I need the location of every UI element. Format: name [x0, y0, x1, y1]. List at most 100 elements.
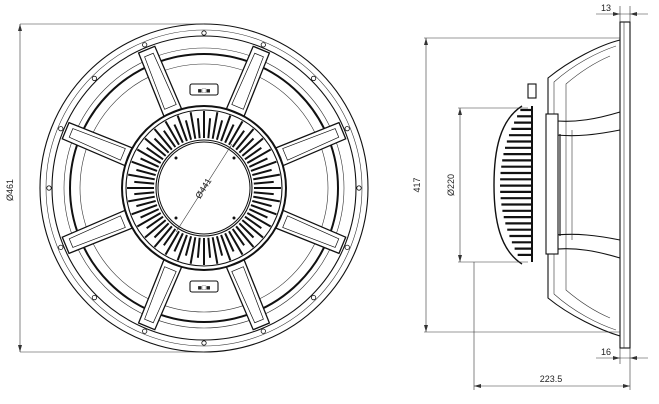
cooling-fin — [136, 212, 162, 228]
mounting-hole — [142, 42, 148, 48]
cooling-fin — [207, 118, 212, 139]
cooling-fin — [224, 124, 235, 144]
cooling-fin — [238, 222, 255, 239]
cooling-fin — [163, 130, 177, 148]
spoke-inner-edge — [282, 128, 340, 161]
cooling-fin — [127, 195, 155, 203]
cooling-fin — [235, 128, 255, 151]
cooling-fin — [228, 120, 244, 146]
mounting-hole — [142, 328, 148, 334]
spoke-inner-edge — [68, 128, 126, 161]
mounting-hole — [344, 126, 350, 132]
cooling-fin — [196, 237, 201, 258]
terminal-bottom-symbols: ■□■ — [198, 285, 211, 292]
cooling-fin — [189, 111, 197, 139]
cooling-fin — [136, 199, 156, 208]
mounting-hole — [58, 126, 64, 132]
mounting-holes — [46, 30, 362, 346]
basket-spokes — [61, 45, 347, 331]
basket-outline — [547, 39, 621, 337]
arrow-icon — [18, 345, 22, 352]
side-view: 417 Ø220 223.5 13 16 — [412, 3, 648, 390]
arrow-icon — [424, 38, 428, 45]
depth-label: 223.5 — [540, 374, 563, 384]
spoke-inner-edge — [144, 266, 177, 324]
cooling-fin — [246, 212, 272, 228]
motor-inner-ring — [155, 139, 253, 237]
cooling-fin — [131, 204, 158, 216]
frame-ring-4 — [63, 47, 345, 329]
spoke-inner-edge — [68, 215, 126, 248]
cooling-fin — [215, 120, 224, 140]
arrow-icon — [623, 384, 630, 388]
cooling-fins — [127, 111, 281, 265]
cooling-fin — [144, 219, 167, 239]
mounting-hole — [201, 30, 207, 36]
cooling-fin — [211, 237, 219, 265]
terminal-stub — [527, 83, 537, 99]
cooling-fin — [252, 168, 272, 177]
cooling-fin — [131, 160, 158, 172]
spoke-inner-edge — [231, 266, 264, 324]
cooling-fin — [134, 180, 155, 185]
arrow-icon — [458, 108, 462, 115]
screw-dot — [174, 156, 178, 160]
cooling-fin — [241, 219, 264, 239]
mounting-hole — [356, 185, 362, 191]
mounting-hole — [58, 244, 64, 250]
cooling-fin — [127, 173, 155, 181]
frame-ring-3 — [51, 35, 357, 341]
cooling-fin — [136, 168, 156, 177]
cooling-fin — [184, 236, 193, 256]
mounting-hole — [91, 295, 97, 301]
cooling-fin — [244, 215, 262, 229]
cooling-fin — [164, 230, 180, 256]
front-view: Ø441 ■□■ ■□■ Ø461 — [5, 23, 369, 353]
cone-edge — [79, 63, 329, 313]
cooling-fin — [238, 137, 255, 154]
mounting-hole — [344, 244, 350, 250]
cooling-fin — [136, 148, 162, 164]
mounting-hole — [46, 185, 52, 191]
cooling-fin — [184, 120, 193, 140]
cooling-fin — [228, 230, 244, 256]
cooling-fin — [253, 173, 281, 181]
arrow-icon — [630, 12, 637, 16]
cooling-fin — [215, 236, 224, 256]
motor-diameter-label: Ø220 — [446, 174, 456, 196]
cooling-fin — [153, 137, 170, 154]
cooling-fin — [189, 237, 197, 265]
spoke-inner-edge — [144, 52, 177, 110]
height-label: 417 — [412, 177, 422, 192]
cooling-fin — [211, 111, 219, 139]
cooling-fin — [250, 204, 277, 216]
arrow-icon — [630, 356, 637, 360]
cooling-fin — [252, 199, 272, 208]
arrow-icon — [474, 384, 481, 388]
arrow-icon — [424, 325, 428, 332]
front-flange — [619, 21, 631, 349]
mounting-hole — [260, 328, 266, 334]
spoke-inner-edge — [282, 215, 340, 248]
cooling-fin — [196, 118, 201, 139]
screw-dot — [174, 216, 178, 220]
cooling-fin — [253, 191, 274, 196]
cooling-fin — [207, 237, 212, 258]
cooling-fin — [146, 147, 164, 161]
cooling-fin — [176, 234, 188, 261]
magnet-diameter-line — [175, 143, 233, 233]
arrow-icon — [18, 24, 22, 31]
motor-outer-ring — [121, 105, 287, 271]
mounting-hole — [91, 75, 97, 81]
terminal-top: ■□■ — [189, 83, 219, 96]
frame-ring-2 — [45, 29, 363, 347]
cooling-fin — [220, 115, 232, 142]
outer-diameter-label: Ø461 — [5, 179, 15, 201]
cooling-fin — [173, 124, 184, 144]
cooling-fin — [231, 228, 245, 246]
basket-strut — [547, 248, 621, 259]
cooling-fin — [248, 208, 268, 219]
motor-ring-2 — [125, 109, 283, 267]
flange-top-label: 13 — [601, 3, 611, 13]
